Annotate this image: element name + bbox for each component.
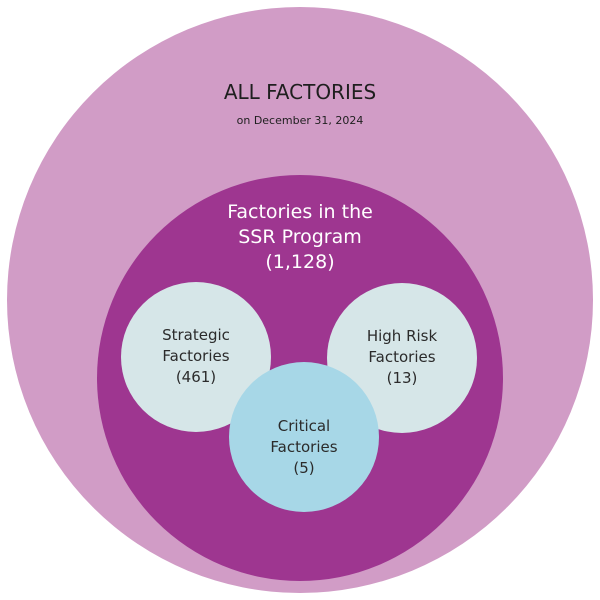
critical-factories-circle	[229, 362, 379, 512]
critical-label-line1: Critical	[277, 417, 331, 435]
high-risk-label-line2: Factories	[368, 348, 436, 366]
strategic-count: (461)	[175, 368, 217, 386]
ssr-program-label-line2: SSR Program	[238, 226, 362, 248]
critical-label-line2: Factories	[270, 438, 338, 456]
strategic-label-line2: Factories	[162, 347, 230, 365]
strategic-label-line1: Strategic	[162, 326, 230, 344]
high-risk-factories-label: High Risk Factories (13)	[327, 326, 477, 389]
ssr-program-label: Factories in the SSR Program (1,128)	[150, 200, 450, 275]
critical-factories-label: Critical Factories (5)	[229, 416, 379, 479]
all-factories-title: ALL FACTORIES	[223, 80, 377, 104]
ssr-program-label-line1: Factories in the	[227, 201, 373, 223]
strategic-factories-label: Strategic Factories (461)	[121, 325, 271, 388]
all-factories-date: on December 31, 2024	[236, 114, 364, 127]
high-risk-count: (13)	[386, 369, 418, 387]
high-risk-label-line1: High Risk	[366, 327, 438, 345]
ssr-program-count: (1,128)	[265, 251, 335, 273]
critical-count: (5)	[293, 459, 315, 477]
